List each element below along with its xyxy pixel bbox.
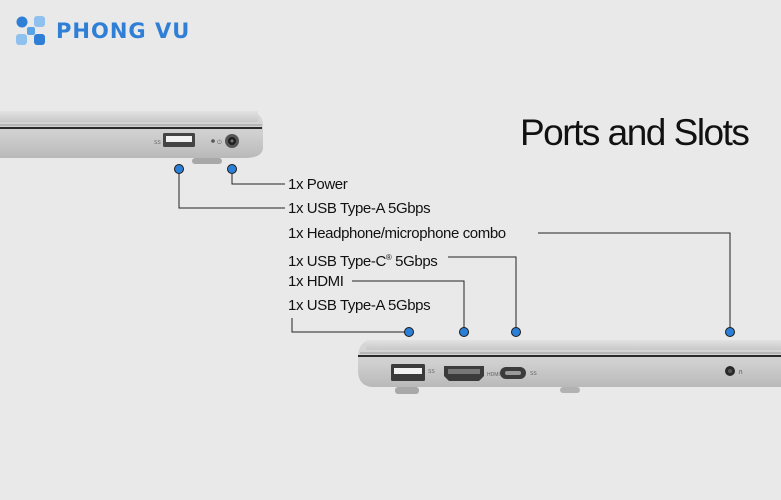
svg-text:SS: SS	[154, 140, 161, 146]
port-label-usb-a-1: 1x USB Type-A 5Gbps	[288, 200, 431, 217]
port-label-usb-c: 1x USB Type-C® 5Gbps	[288, 249, 438, 271]
svg-text:⏻: ⏻	[217, 139, 222, 146]
svg-text:SS: SS	[428, 369, 435, 375]
page-title: Ports and Slots	[520, 112, 750, 153]
svg-text:HDMI: HDMI	[487, 372, 500, 378]
brand-name: PHONG VU	[56, 19, 191, 43]
port-label-usb-c-speed: 5Gbps	[391, 253, 438, 270]
registered-mark: ®	[385, 253, 392, 262]
brand-logo: PHONG VU	[14, 14, 190, 48]
usb-a-port-icon	[163, 133, 195, 147]
svg-text:∩: ∩	[738, 368, 743, 376]
port-label-power: 1x Power	[288, 176, 348, 193]
svg-text:SS: SS	[530, 371, 537, 377]
port-label-usb-c-text: 1x USB Type-C	[288, 253, 386, 270]
port-label-usb-a-2: 1x USB Type-A 5Gbps	[288, 297, 431, 314]
usb-c-port-icon	[500, 367, 526, 379]
power-jack-icon	[225, 134, 239, 148]
usb-a-port-icon	[391, 364, 425, 381]
headphone-jack-icon	[725, 366, 735, 376]
callout-lines	[178, 169, 731, 333]
callout-dots	[174, 164, 735, 337]
port-label-hdmi: 1x HDMI	[288, 273, 344, 290]
port-label-headphone: 1x Headphone/microphone combo	[288, 225, 506, 242]
hdmi-port-icon	[444, 366, 484, 381]
brand-logo-icon	[16, 16, 45, 45]
